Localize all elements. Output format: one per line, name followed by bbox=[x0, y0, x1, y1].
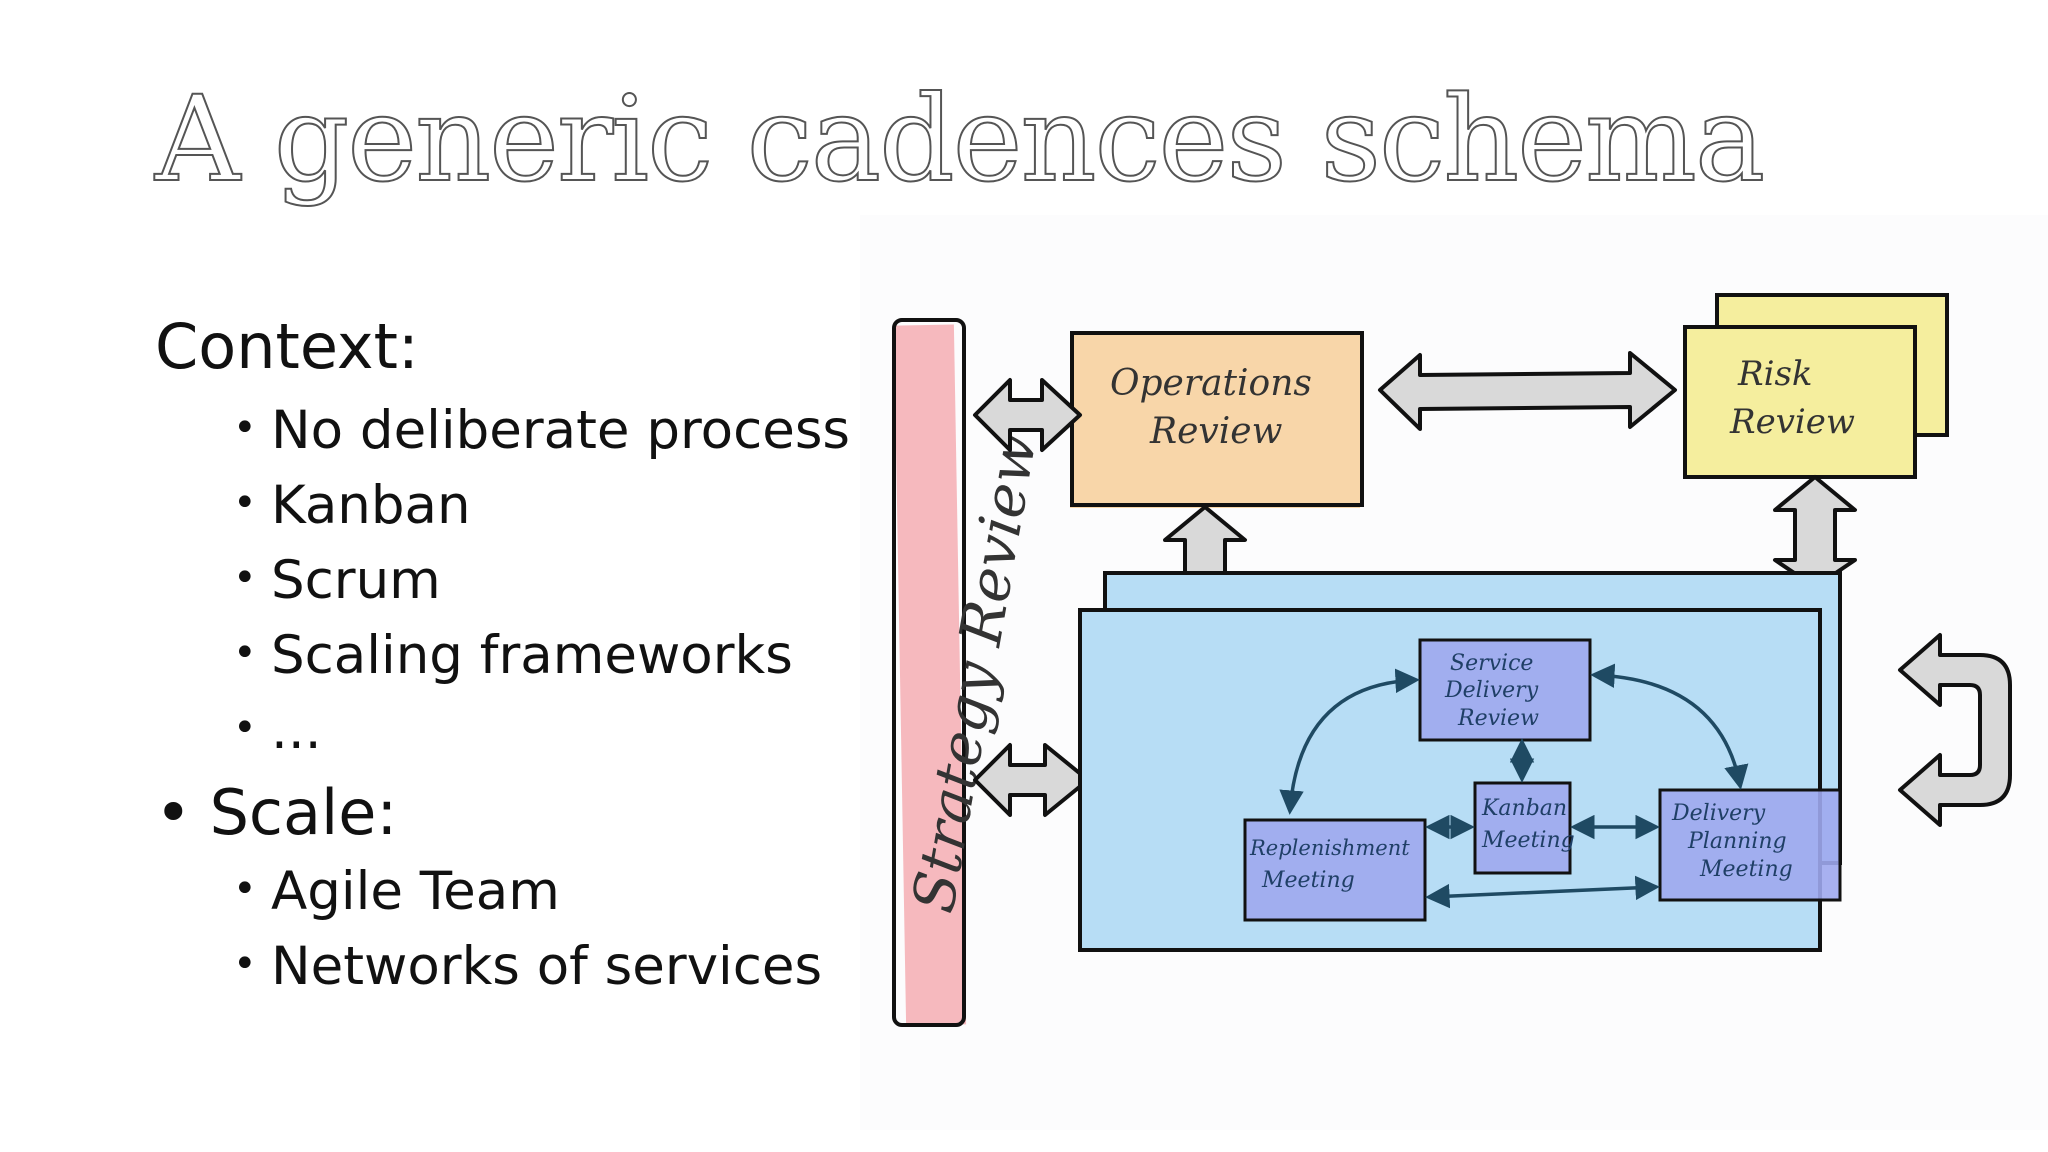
service-delivery-label-3: Review bbox=[1457, 706, 1539, 731]
delivery-planning-label-1: Delivery bbox=[1671, 801, 1766, 826]
slide-title: A generic cadences schema bbox=[154, 69, 1766, 209]
risk-review-box: Risk Review bbox=[1683, 293, 1949, 479]
context-heading: Context: bbox=[155, 310, 419, 383]
list-item: Kanban bbox=[155, 466, 850, 543]
service-delivery-review-box: Service Delivery Review bbox=[1418, 638, 1592, 742]
arrow-team-loop bbox=[1898, 633, 2012, 827]
arrow-risk-team bbox=[1773, 475, 1857, 589]
connector-replenishment-delivery bbox=[1425, 875, 1660, 909]
connector-sdr-delivery bbox=[1590, 663, 1749, 790]
risk-review-label-2: Review bbox=[1729, 402, 1855, 442]
scale-list: Agile Team Networks of services bbox=[155, 852, 850, 1004]
list-item: Agile Team bbox=[155, 852, 850, 929]
connector-sdr-replenishment bbox=[1279, 668, 1420, 815]
risk-review-label-1: Risk bbox=[1737, 354, 1813, 394]
service-delivery-label-1: Service bbox=[1450, 651, 1533, 676]
operations-review-box: Operations Review bbox=[1070, 331, 1364, 508]
context-list: No deliberate process Kanban Scrum Scali… bbox=[155, 391, 850, 768]
kanban-meeting-label-2: Meeting bbox=[1481, 828, 1575, 853]
arrow-operations-risk bbox=[1378, 351, 1677, 431]
delivery-planning-label-3: Meeting bbox=[1699, 857, 1793, 882]
operations-review-label-2: Review bbox=[1149, 411, 1283, 452]
list-item: ... bbox=[155, 691, 850, 768]
list-item: Networks of services bbox=[155, 927, 850, 1004]
delivery-planning-meeting-box: Delivery Planning Meeting bbox=[1658, 788, 1842, 902]
service-delivery-label-2: Delivery bbox=[1444, 678, 1539, 703]
kanban-meeting-label-1: Kanban bbox=[1481, 796, 1567, 821]
delivery-planning-label-2: Planning bbox=[1687, 829, 1787, 854]
operations-review-label-1: Operations bbox=[1110, 363, 1312, 404]
replenishment-meeting-box: Replenishment Meeting bbox=[1243, 818, 1427, 922]
scale-heading: •Scale: bbox=[155, 776, 398, 849]
bullet-list: Context: No deliberate process Kanban Sc… bbox=[155, 310, 850, 1004]
kanban-meeting-box: Kanban Meeting bbox=[1473, 781, 1575, 875]
list-item: Scrum bbox=[155, 541, 850, 618]
list-item: Scaling frameworks bbox=[155, 616, 850, 693]
replenishment-label-2: Meeting bbox=[1261, 868, 1355, 893]
cadences-diagram: Strategy Review Operations Review Risk R… bbox=[860, 215, 2048, 1130]
replenishment-label-1: Replenishment bbox=[1249, 836, 1410, 860]
arrow-strategy-operations bbox=[973, 378, 1082, 452]
list-item: No deliberate process bbox=[155, 391, 850, 468]
